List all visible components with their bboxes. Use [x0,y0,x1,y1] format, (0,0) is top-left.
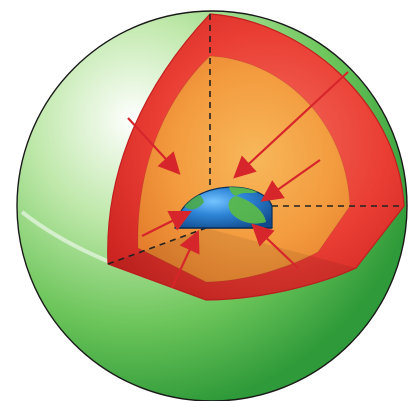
inward-arrow [233,71,349,179]
inward-arrow [141,211,192,237]
earth-icon [174,186,273,229]
inward-arrow [251,223,299,269]
inward-arrow [127,117,181,175]
inward-arrow [171,230,200,289]
arrow-icon [127,71,349,289]
cut-face-shadow [108,228,356,300]
inward-arrow [260,159,321,202]
